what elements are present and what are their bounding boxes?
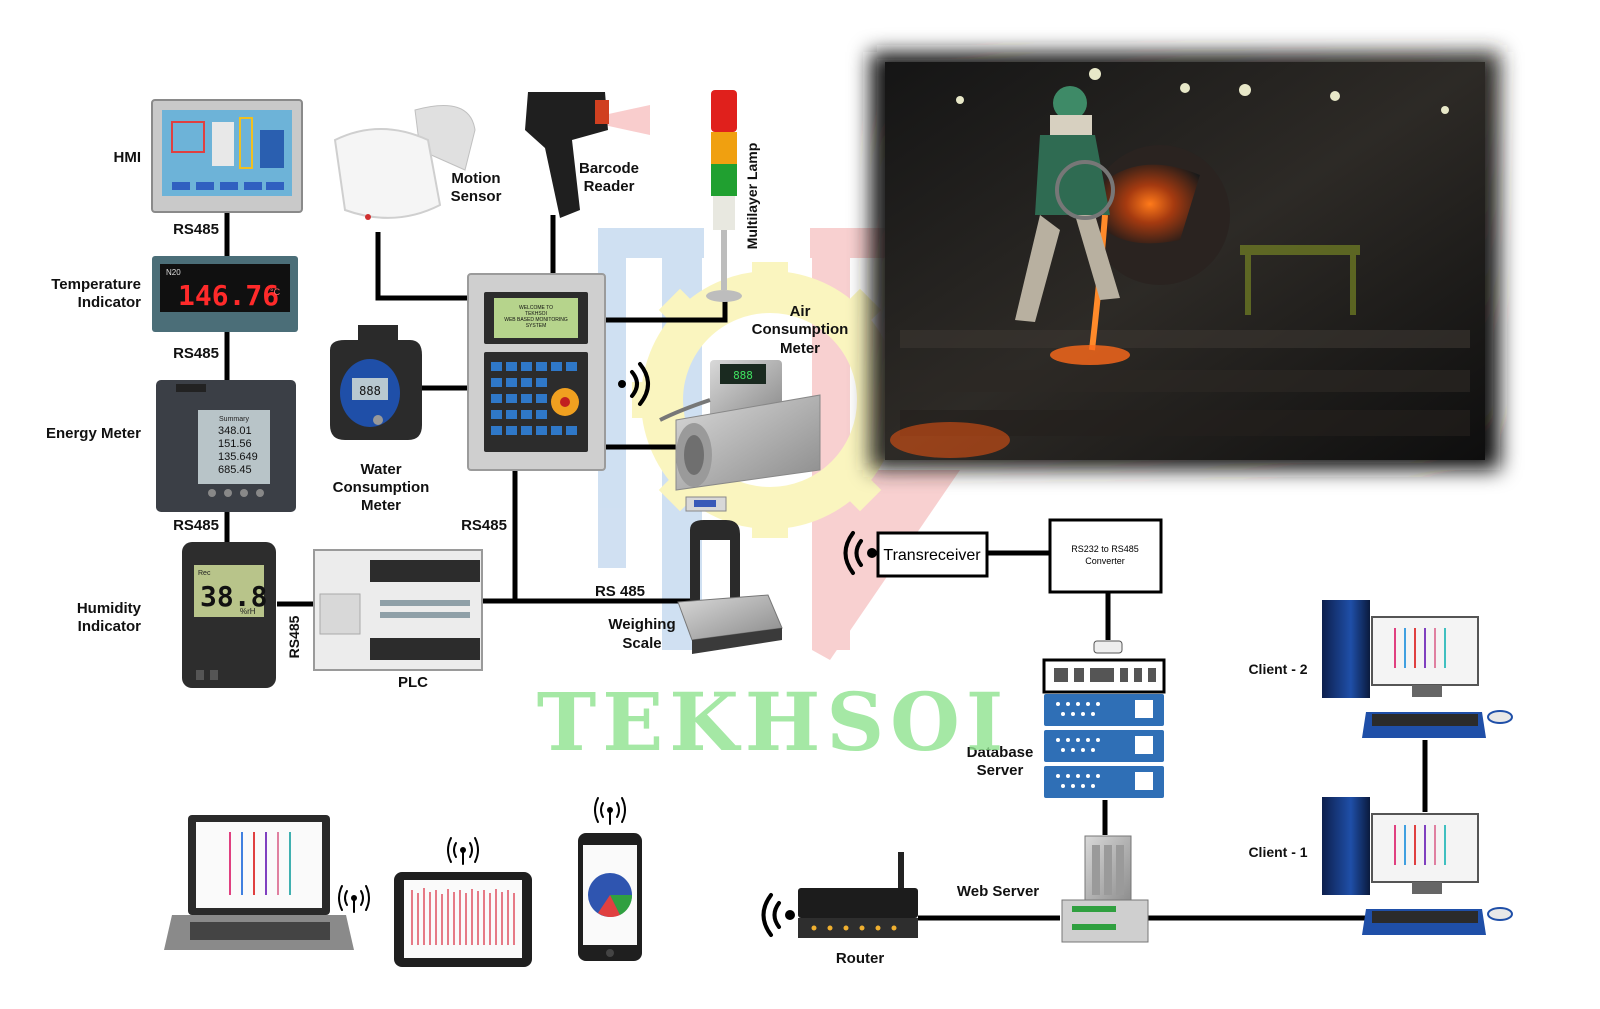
- temperature-value: 146.76: [178, 279, 279, 312]
- temperature-indicator-device: N20 146.76 °C: [152, 256, 298, 332]
- water-meter-value: 888: [359, 384, 381, 398]
- humidity-indicator-device: Rec 38.8 %rH: [182, 542, 276, 688]
- water-meter-label-2: Consumption: [333, 479, 430, 496]
- air-meter-device: 888: [659, 360, 821, 491]
- hmi-label: HMI: [114, 149, 142, 166]
- wireless-icon-phone: [594, 797, 626, 825]
- humidity-indicator-label-1: Humidity: [77, 600, 142, 617]
- transreceiver-label: Transreceiver: [883, 547, 981, 564]
- web-server-label: Web Server: [957, 883, 1039, 900]
- energy-value-4: 685.45: [218, 464, 252, 476]
- client-2-computer: [1322, 600, 1513, 738]
- energy-value-1: 348.01: [218, 425, 252, 437]
- brand-watermark: TEKHSOI: [537, 675, 1010, 769]
- controller-screen-line-1: WELCOME TO: [519, 305, 553, 311]
- air-meter-label-3: Meter: [780, 340, 820, 357]
- converter-label-2: Converter: [1085, 556, 1125, 566]
- temperature-indicator-label-1: Temperature: [51, 276, 141, 293]
- temperature-tag: N20: [166, 268, 181, 277]
- client-1-label: Client - 1: [1248, 844, 1307, 860]
- factory-photo: [870, 52, 1500, 470]
- multilayer-lamp-device: [706, 90, 742, 302]
- controller-screen-line-2: TEKHSOI: [525, 311, 547, 317]
- temperature-unit: °C: [270, 287, 281, 297]
- wireless-icon-transreceiver: [843, 531, 877, 575]
- web-server-device: [1061, 835, 1149, 943]
- converter-label-1: RS232 to RS485: [1071, 544, 1139, 554]
- energy-meter-device: Summary 348.01 151.56 135.649 685.45: [156, 380, 296, 512]
- rs485-label-2: RS485: [173, 345, 219, 362]
- air-meter-value: 888: [733, 369, 753, 382]
- humidity-tag: Rec: [198, 570, 211, 577]
- energy-meter-label: Energy Meter: [46, 425, 141, 442]
- wireless-icon-router: [761, 893, 795, 937]
- motion-sensor-device: [333, 105, 476, 220]
- humidity-value: 38.8: [200, 580, 267, 613]
- temperature-indicator-label-2: Indicator: [78, 294, 142, 311]
- motion-sensor-label-2: Sensor: [451, 188, 502, 205]
- weighing-scale-label-2: Scale: [622, 635, 661, 652]
- barcode-reader-label-2: Reader: [584, 178, 635, 195]
- weighing-scale-label-1: Weighing: [608, 616, 675, 633]
- energy-meter-title: Summary: [219, 416, 249, 423]
- wireless-icon-controller: [618, 362, 650, 406]
- database-server-label-1: Database: [967, 744, 1034, 761]
- barcode-reader-label-1: Barcode: [579, 160, 639, 177]
- controller-screen-line-3: WEB BASED MONITORING: [504, 317, 568, 323]
- air-meter-label-1: Air: [790, 303, 811, 320]
- rs485-label-main: RS485: [461, 517, 507, 534]
- smartphone-device: [578, 833, 642, 961]
- converter-box: [1048, 518, 1163, 594]
- air-meter-label-2: Consumption: [752, 321, 849, 338]
- router-device: [798, 852, 918, 938]
- rs485-label-plc: RS485: [286, 615, 302, 658]
- database-server-label-2: Server: [977, 762, 1024, 779]
- laptop-device: [164, 815, 354, 950]
- rs485-label-scale: RS 485: [595, 583, 645, 600]
- motion-sensor-label-1: Motion: [451, 170, 500, 187]
- water-meter-label-1: Water: [360, 461, 401, 478]
- controller-screen-line-4: SYSTEM: [526, 323, 547, 329]
- weighing-scale-device: [677, 496, 783, 654]
- main-controller-device: WELCOME TO TEKHSOI WEB BASED MONITORING …: [467, 273, 606, 471]
- database-server-device: [1042, 640, 1166, 798]
- client-1-computer: [1322, 797, 1513, 935]
- humidity-indicator-label-2: Indicator: [78, 618, 142, 635]
- wireless-icon-laptop: [338, 885, 370, 913]
- tablet-device: [394, 872, 532, 967]
- water-meter-device: 888: [330, 325, 422, 440]
- wireless-icon-tablet: [447, 837, 479, 865]
- rs485-label-3: RS485: [173, 517, 219, 534]
- water-meter-label-3: Meter: [361, 497, 401, 514]
- router-label: Router: [836, 950, 884, 967]
- energy-value-3: 135.649: [218, 451, 258, 463]
- transreceiver-box: [876, 531, 989, 578]
- rs485-label-1: RS485: [173, 221, 219, 238]
- energy-value-2: 151.56: [218, 438, 252, 450]
- wiring: [224, 210, 1428, 921]
- client-2-label: Client - 2: [1248, 661, 1307, 677]
- plc-label: PLC: [398, 674, 428, 691]
- multilayer-lamp-label: Multilayer Lamp: [744, 143, 760, 250]
- humidity-unit: %rH: [240, 607, 256, 616]
- barcode-reader-device: [525, 92, 650, 218]
- plc-device: [313, 549, 483, 671]
- hmi-device: [151, 99, 303, 213]
